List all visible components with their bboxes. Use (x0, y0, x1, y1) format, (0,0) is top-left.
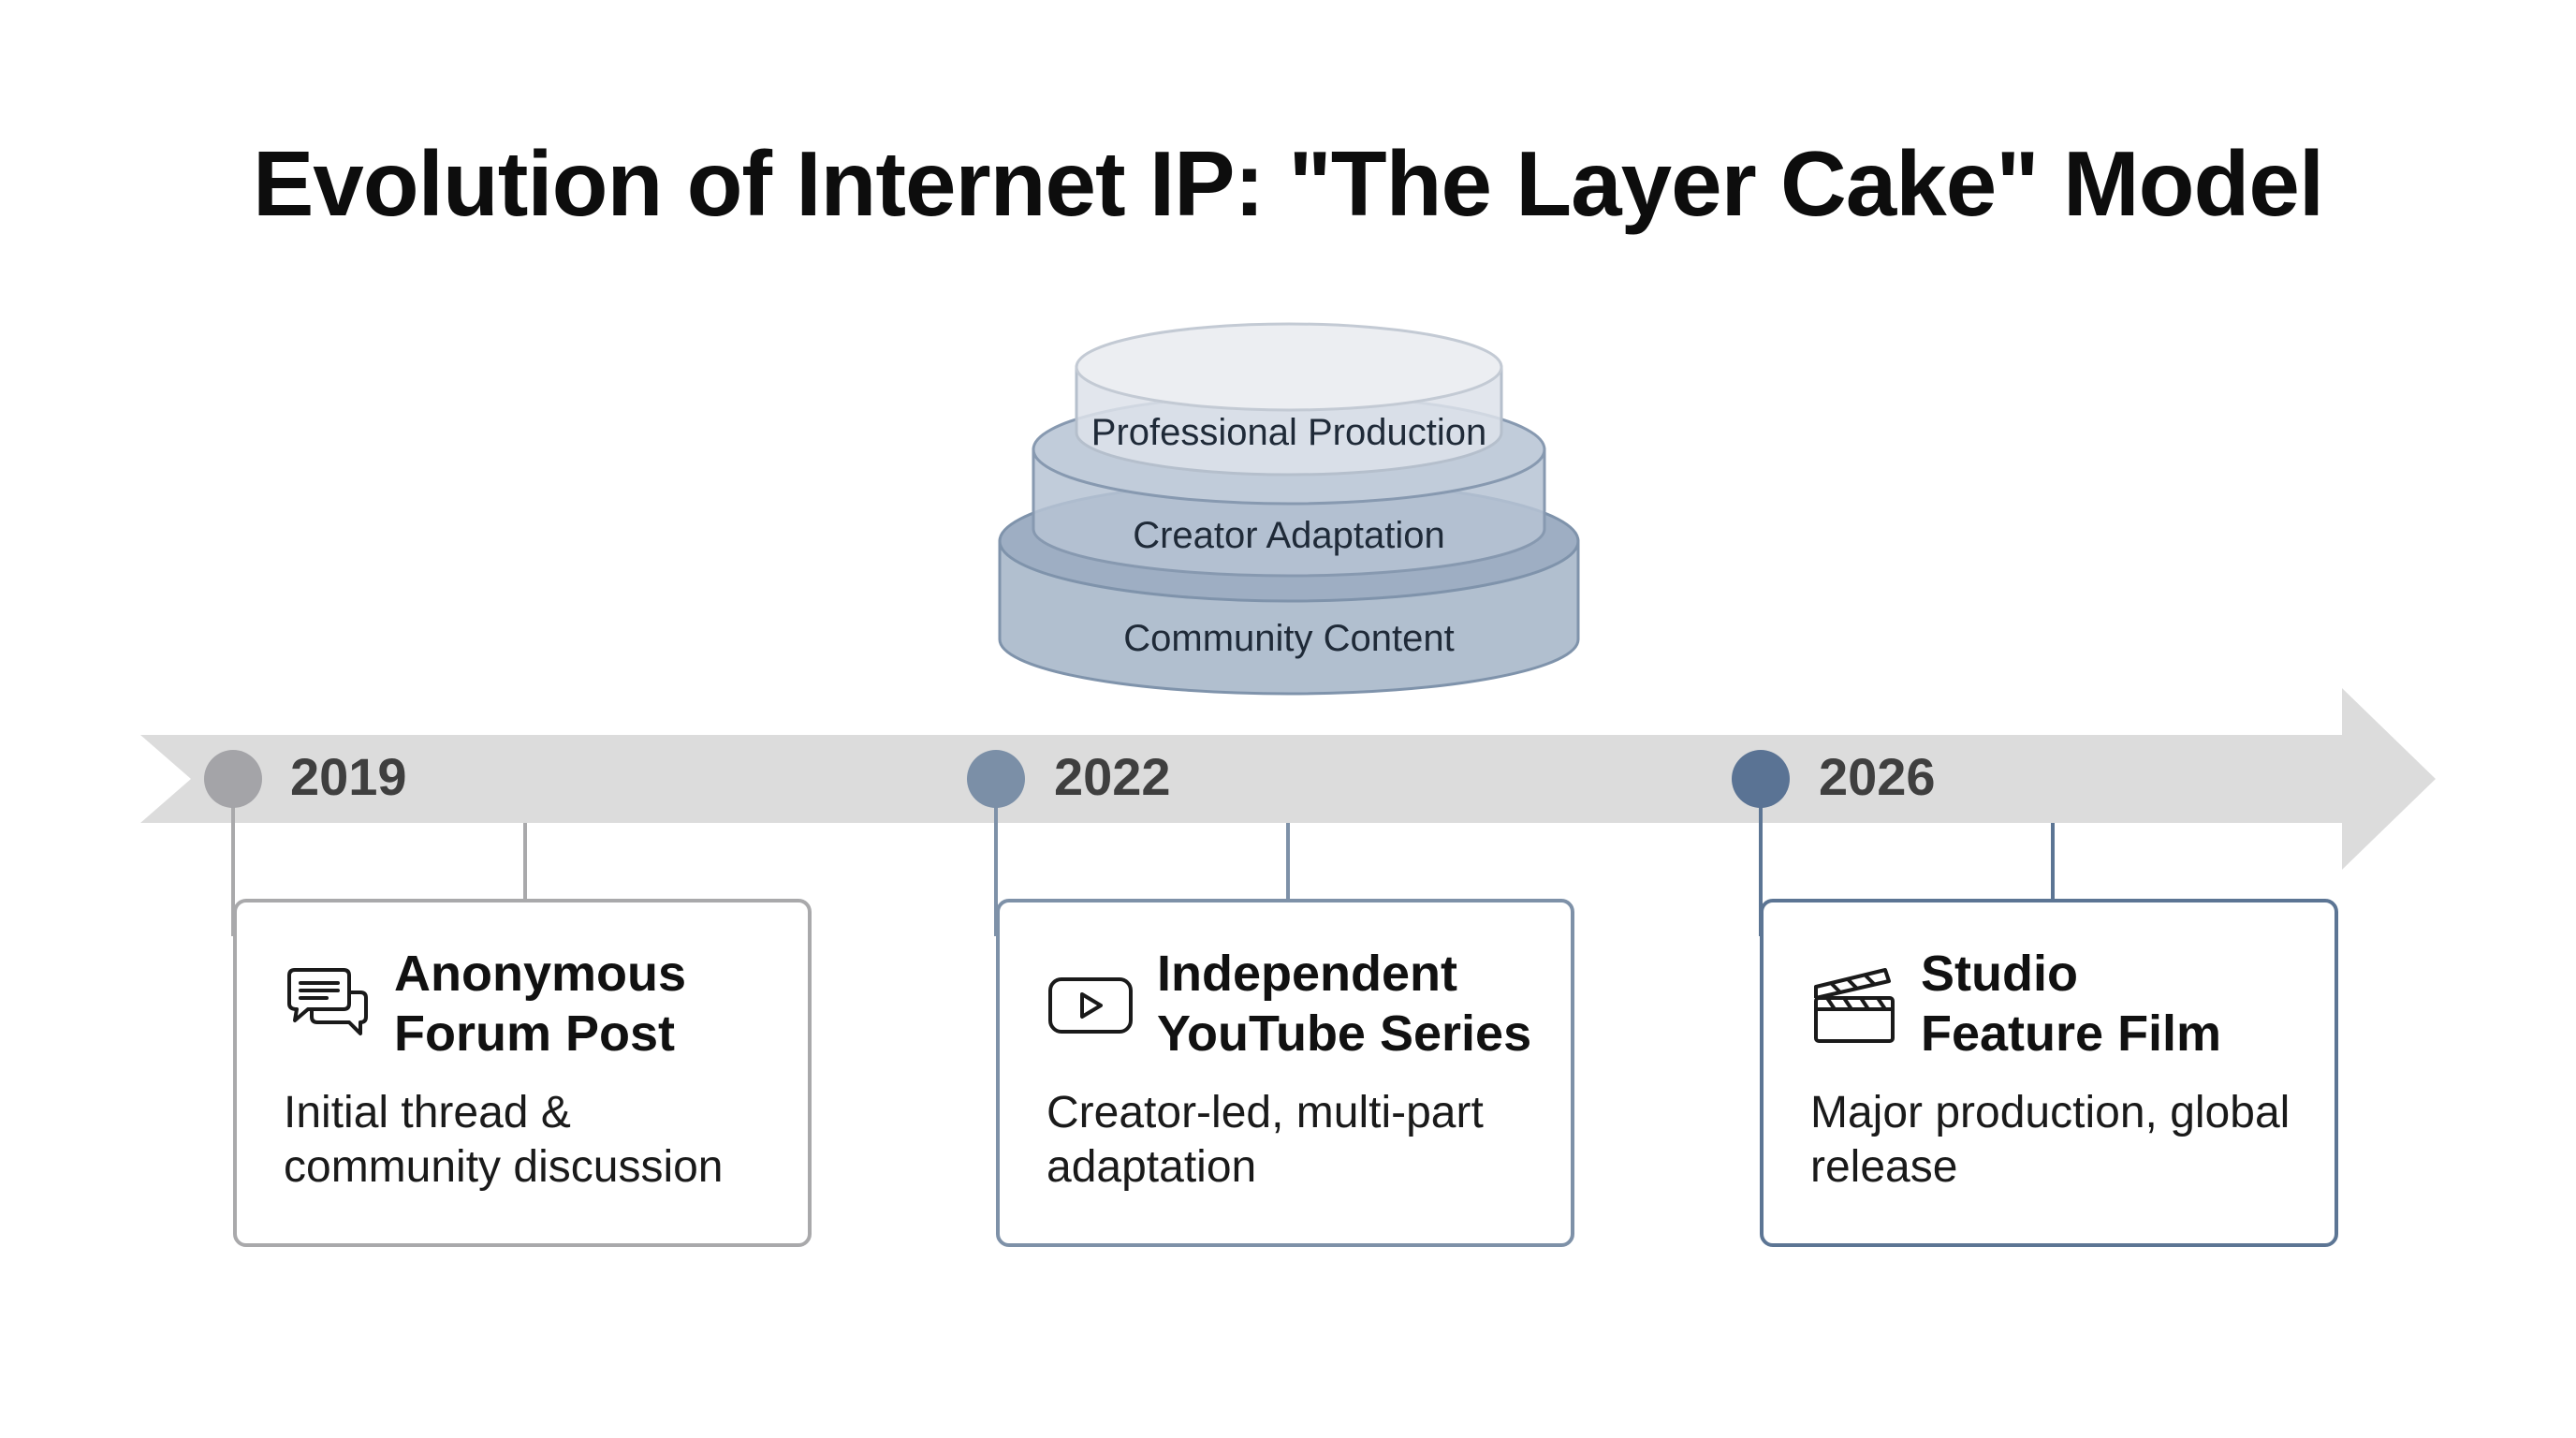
card-description: Major production, global release (1810, 1088, 2291, 1192)
timeline-dot-2026 (1732, 750, 1790, 808)
timeline-dot-2019 (204, 750, 262, 808)
cake-label-creator-adaptation: Creator Adaptation (1133, 515, 1445, 556)
card-description: Initial thread & community discussion (284, 1088, 724, 1192)
card-title: Anonymous Forum Post (394, 946, 687, 1062)
cake-tier-top (1075, 322, 1503, 477)
year-label-2022: 2022 (1054, 747, 1171, 806)
milestone-card-youtube-series: Independent YouTube Series Creator-led, … (996, 899, 1574, 1247)
card-title: Independent YouTube Series (1157, 946, 1532, 1062)
timeline-arrow (140, 688, 2436, 870)
page-title: Evolution of Internet IP: "The Layer Cak… (252, 132, 2324, 235)
card-title: Studio Feature Film (1921, 946, 2222, 1062)
milestone-card-forum-post: Anonymous Forum Post Initial thread & co… (233, 899, 812, 1247)
cake-label-community-content: Community Content (1123, 618, 1455, 659)
milestone-card-feature-film: Studio Feature Film Major production, gl… (1760, 899, 2338, 1247)
year-label-2026: 2026 (1819, 747, 1936, 806)
chat-bubbles-icon (287, 968, 368, 1035)
year-label-2019: 2019 (290, 747, 407, 806)
cake-label-professional-production: Professional Production (1090, 412, 1487, 453)
video-play-icon (1048, 977, 1133, 1034)
timeline-dot-2022 (967, 750, 1025, 808)
card-description: Creator-led, multi-part adaptation (1046, 1088, 1484, 1192)
layer-cake (998, 322, 1580, 696)
clapperboard-icon (1814, 968, 1895, 1043)
